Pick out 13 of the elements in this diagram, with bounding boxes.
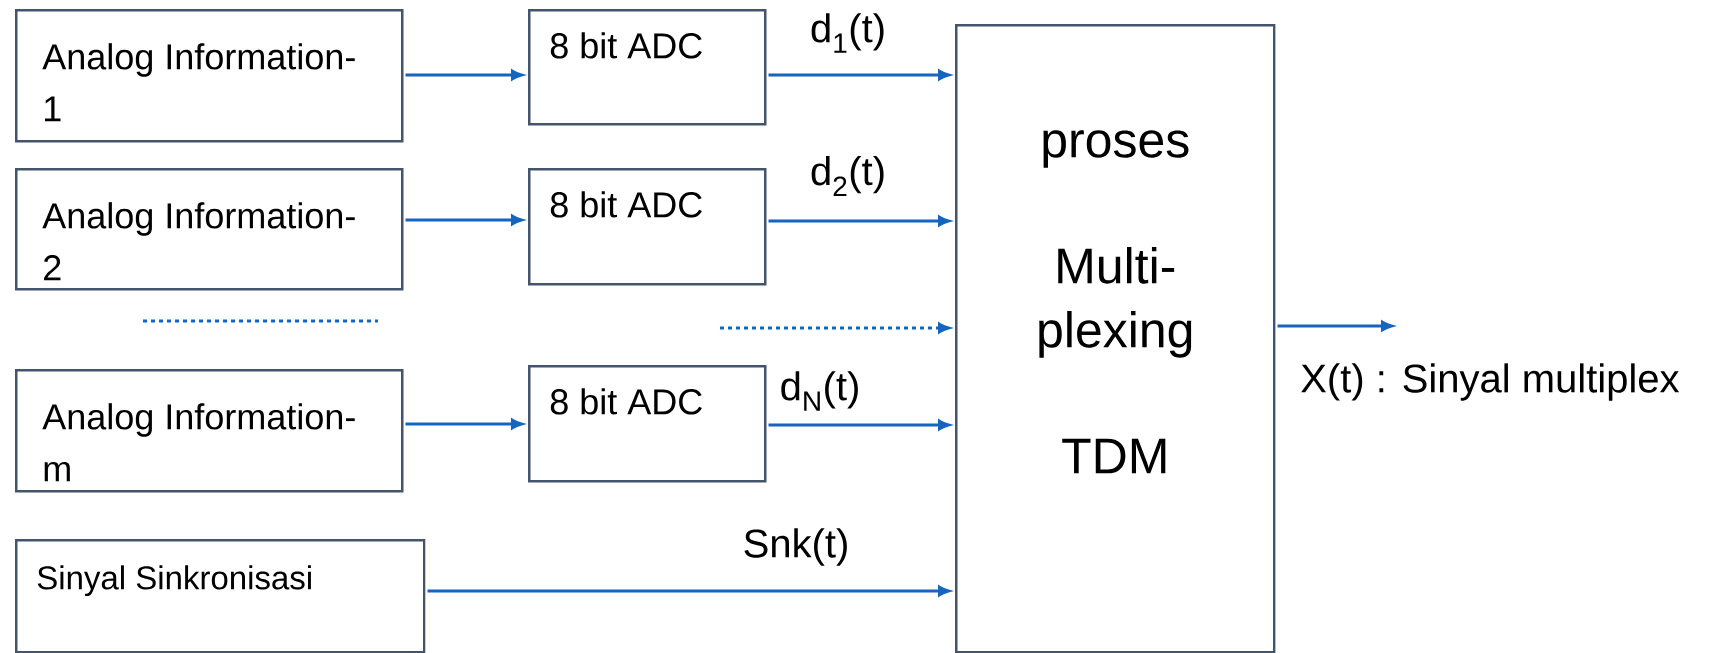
edge-label: d$_{1}$(t) xyxy=(808,11,889,55)
edge-label: X(t) : Sinyal multiplex xyxy=(1298,361,1682,403)
adc-box: 8 bit ADC xyxy=(528,9,767,126)
adc-box: 8 bit ADC xyxy=(528,168,767,286)
sync-box: Sinyal Sinkronisasi xyxy=(15,539,426,653)
edge-label: d$_{N}$(t) xyxy=(777,369,863,413)
multiplexer-box: proses Multi- plexing TDM xyxy=(955,24,1276,653)
source-box: Analog Information- 1 xyxy=(15,9,404,143)
adc-box: 8 bit ADC xyxy=(528,365,767,483)
source-box: Analog Information- 2 xyxy=(15,168,404,291)
source-box: Analog Information- m xyxy=(15,369,404,493)
edge-label: d$_{2}$(t) xyxy=(808,154,889,198)
edge-label: Snk(t) xyxy=(740,526,852,568)
